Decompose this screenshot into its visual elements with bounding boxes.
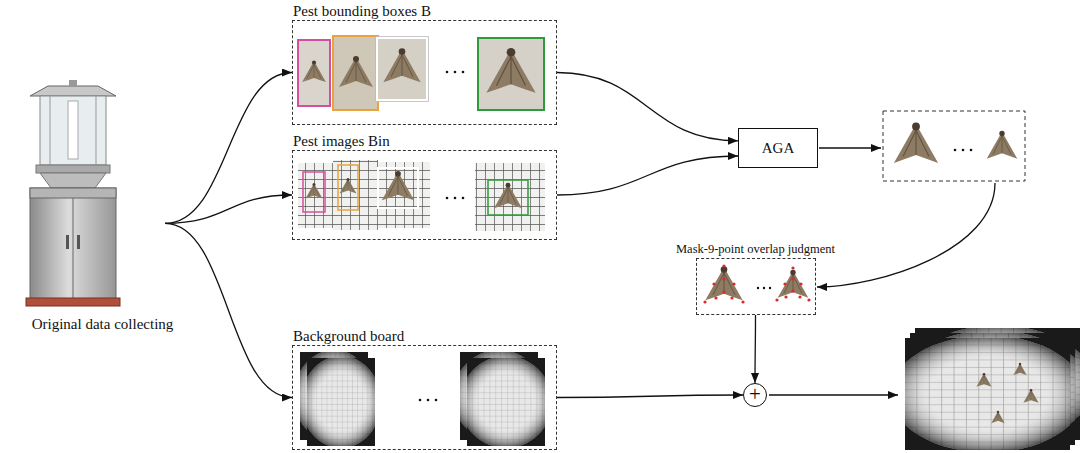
flow-arrow bbox=[557, 156, 738, 195]
synthesized-images bbox=[891, 326, 1084, 453]
pest-crops bbox=[298, 36, 544, 110]
dashed-group: Pest images Bin bbox=[292, 133, 557, 240]
dashed-frame bbox=[292, 20, 557, 125]
layout-arrows bbox=[769, 148, 995, 395]
group-heading: Pest images Bin bbox=[292, 133, 557, 150]
process-box: AGA bbox=[738, 128, 818, 168]
group-heading: Original data collecting bbox=[5, 316, 200, 333]
dashed-group: Background board bbox=[292, 328, 557, 450]
dashed-frame bbox=[292, 345, 557, 450]
flow-arrow bbox=[165, 73, 292, 224]
light-trap bbox=[26, 80, 120, 306]
flow-arrow bbox=[165, 223, 292, 397]
flow-arrow bbox=[165, 195, 292, 223]
background-images bbox=[294, 350, 552, 448]
pest-images bbox=[298, 160, 545, 231]
group-heading: Mask-9-point overlap judgment bbox=[663, 242, 848, 257]
dashed-frame bbox=[696, 258, 816, 315]
node-label: AGA bbox=[762, 140, 795, 157]
group-heading: Background board bbox=[292, 328, 557, 345]
node-label: + bbox=[749, 384, 761, 405]
dashed-frame bbox=[292, 150, 557, 240]
device-node: Original data collecting bbox=[5, 82, 200, 333]
sum-circle: + bbox=[743, 383, 767, 407]
flow-arrow bbox=[557, 73, 738, 141]
group-heading: Pest bounding boxes B bbox=[292, 3, 557, 20]
mask-points bbox=[703, 264, 810, 303]
augmented-pests bbox=[883, 111, 1025, 181]
flow-arrow bbox=[557, 395, 743, 398]
flow-arrow bbox=[754, 315, 756, 383]
dashed-group: Pest bounding boxes B bbox=[292, 3, 557, 125]
dashed-group: Mask-9-point overlap judgment bbox=[663, 242, 848, 315]
